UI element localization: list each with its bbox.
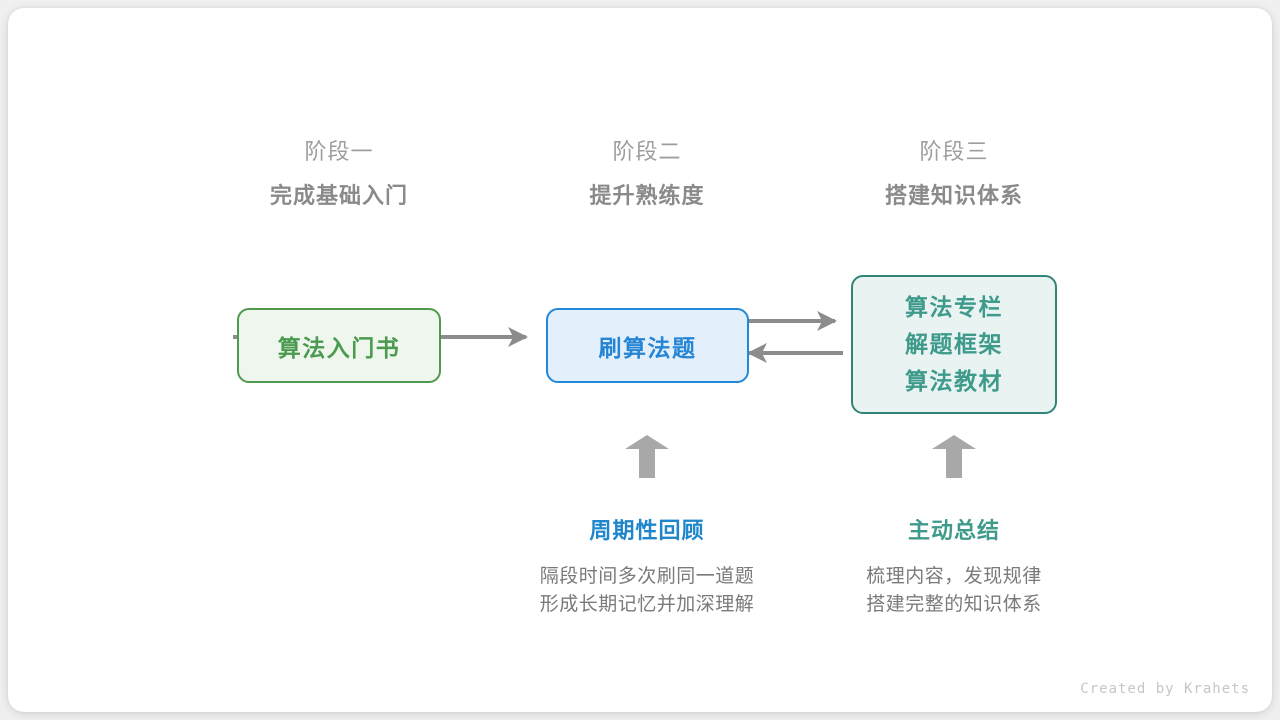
node-practice-line-1: 刷算法题: [598, 334, 697, 361]
boost-desc-summary: 梳理内容，发现规律 搭建完整的知识体系: [804, 563, 1104, 619]
boost-title-review: 周期性回顾: [589, 518, 705, 543]
node-resources-line-2: 解题框架: [905, 331, 1003, 357]
stage-header-3: 阶段三 搭建知识体系: [834, 136, 1074, 213]
node-algorithm-intro-book[interactable]: 算法入门书: [237, 308, 441, 383]
stage-title-2: 提升熟练度: [589, 183, 705, 208]
boost-desc-summary-line-1: 梳理内容，发现规律: [866, 566, 1042, 587]
arrow-up-icon-review: [625, 435, 669, 478]
node-resources-line-1: 算法专栏: [905, 294, 1003, 320]
node-practice-problems[interactable]: 刷算法题: [546, 308, 749, 383]
stage-title-1: 完成基础入门: [269, 183, 408, 208]
node-learning-resources[interactable]: 算法专栏 解题框架 算法教材: [851, 275, 1057, 414]
arrow-up-icon-summary: [932, 435, 976, 478]
diagram-card: 阶段一 完成基础入门 阶段二 提升熟练度 阶段三 搭建知识体系 算法入门书 刷算…: [8, 8, 1272, 712]
boost-desc-review-line-1: 隔段时间多次刷同一道题: [539, 566, 755, 587]
stage-header-2: 阶段二 提升熟练度: [527, 136, 767, 213]
stage-label-1: 阶段一: [304, 139, 374, 164]
stage-title-3: 搭建知识体系: [884, 183, 1023, 208]
boost-title-summary: 主动总结: [907, 518, 1000, 543]
node-book-line-1: 算法入门书: [277, 334, 401, 361]
boost-desc-review: 隔段时间多次刷同一道题 形成长期记忆并加深理解: [497, 563, 797, 619]
boost-block-review: 周期性回顾 隔段时间多次刷同一道题 形成长期记忆并加深理解: [497, 516, 797, 619]
stage-label-2: 阶段二: [612, 139, 682, 164]
stage-header-1: 阶段一 完成基础入门: [219, 136, 459, 213]
stage-label-3: 阶段三: [919, 139, 989, 164]
boost-desc-summary-line-2: 搭建完整的知识体系: [866, 594, 1042, 615]
credit-text: Created by Krahets: [1080, 681, 1250, 697]
node-resources-line-3: 算法教材: [905, 368, 1003, 394]
boost-desc-review-line-2: 形成长期记忆并加深理解: [539, 594, 755, 615]
boost-block-summary: 主动总结 梳理内容，发现规律 搭建完整的知识体系: [804, 516, 1104, 619]
